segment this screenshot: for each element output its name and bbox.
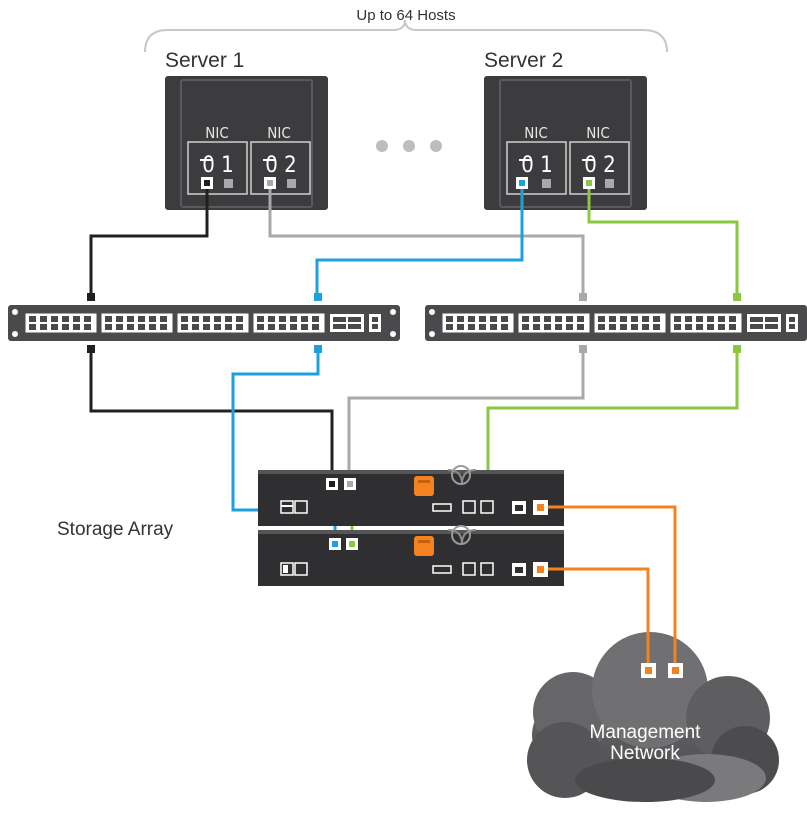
storage-array[interactable] [258, 465, 564, 586]
server-2-nic-b-label: NIC [586, 124, 610, 142]
server-1-label: Server 1 [165, 49, 244, 72]
server-1-nic-b [250, 141, 311, 195]
switch-1-port-array-b[interactable] [314, 345, 322, 353]
cloud-label-line1: Management [590, 722, 702, 743]
array-controller-2-latch[interactable] [414, 536, 434, 556]
switch-1-port-server-1[interactable] [87, 293, 95, 301]
switch-1-port-array-a[interactable] [87, 345, 95, 353]
server-1-port-a-label: 0 1 [202, 153, 233, 178]
switch-2[interactable] [425, 293, 807, 353]
cables-management [548, 505, 677, 664]
array-ctrl-1-port-1[interactable] [329, 481, 335, 487]
switch-2-port-array-a[interactable] [579, 345, 587, 353]
switch-2-port-server-2[interactable] [733, 293, 741, 301]
server-2[interactable]: Server 2 NIC NIC 0 1 0 2 [484, 49, 647, 210]
server-2-nic-a-label: NIC [524, 124, 548, 142]
cloud-label-line2: Network [610, 743, 680, 764]
switch-1-port-server-2[interactable] [314, 293, 322, 301]
array-controller-1 [258, 470, 564, 526]
storage-array-label: Storage Array [57, 519, 174, 540]
server-2-port-a-label: 0 1 [521, 153, 552, 178]
server-1[interactable]: Server 1 NIC NIC 0 1 0 2 [165, 49, 328, 210]
server-2-port-b-label: 0 2 [584, 153, 615, 178]
server-1-port-b-label: 0 2 [265, 153, 296, 178]
server-2-nic-b [569, 141, 630, 195]
switch-2-port-array-b[interactable] [733, 345, 741, 353]
server-1-nic-a [187, 141, 248, 195]
switch-1[interactable] [8, 293, 400, 353]
array-ctrl-1-port-2[interactable] [347, 481, 353, 487]
more-hosts-ellipsis [376, 140, 442, 152]
server-1-nic-b-label: NIC [267, 124, 291, 142]
hosts-label: Up to 64 Hosts [356, 7, 455, 24]
server-2-label: Server 2 [484, 49, 563, 72]
management-network-cloud: Management Network [527, 632, 779, 802]
server-1-nic-a-label: NIC [205, 124, 229, 142]
cables-hosts-to-switches [89, 189, 739, 296]
server-2-nic-a [506, 141, 567, 195]
array-ctrl-2-port-2[interactable] [349, 541, 355, 547]
array-ctrl-2-port-1[interactable] [332, 541, 338, 547]
switch-2-port-server-1[interactable] [579, 293, 587, 301]
hosts-bracket [144, 19, 668, 53]
array-controller-2 [258, 530, 564, 586]
array-controller-1-latch[interactable] [414, 476, 434, 496]
